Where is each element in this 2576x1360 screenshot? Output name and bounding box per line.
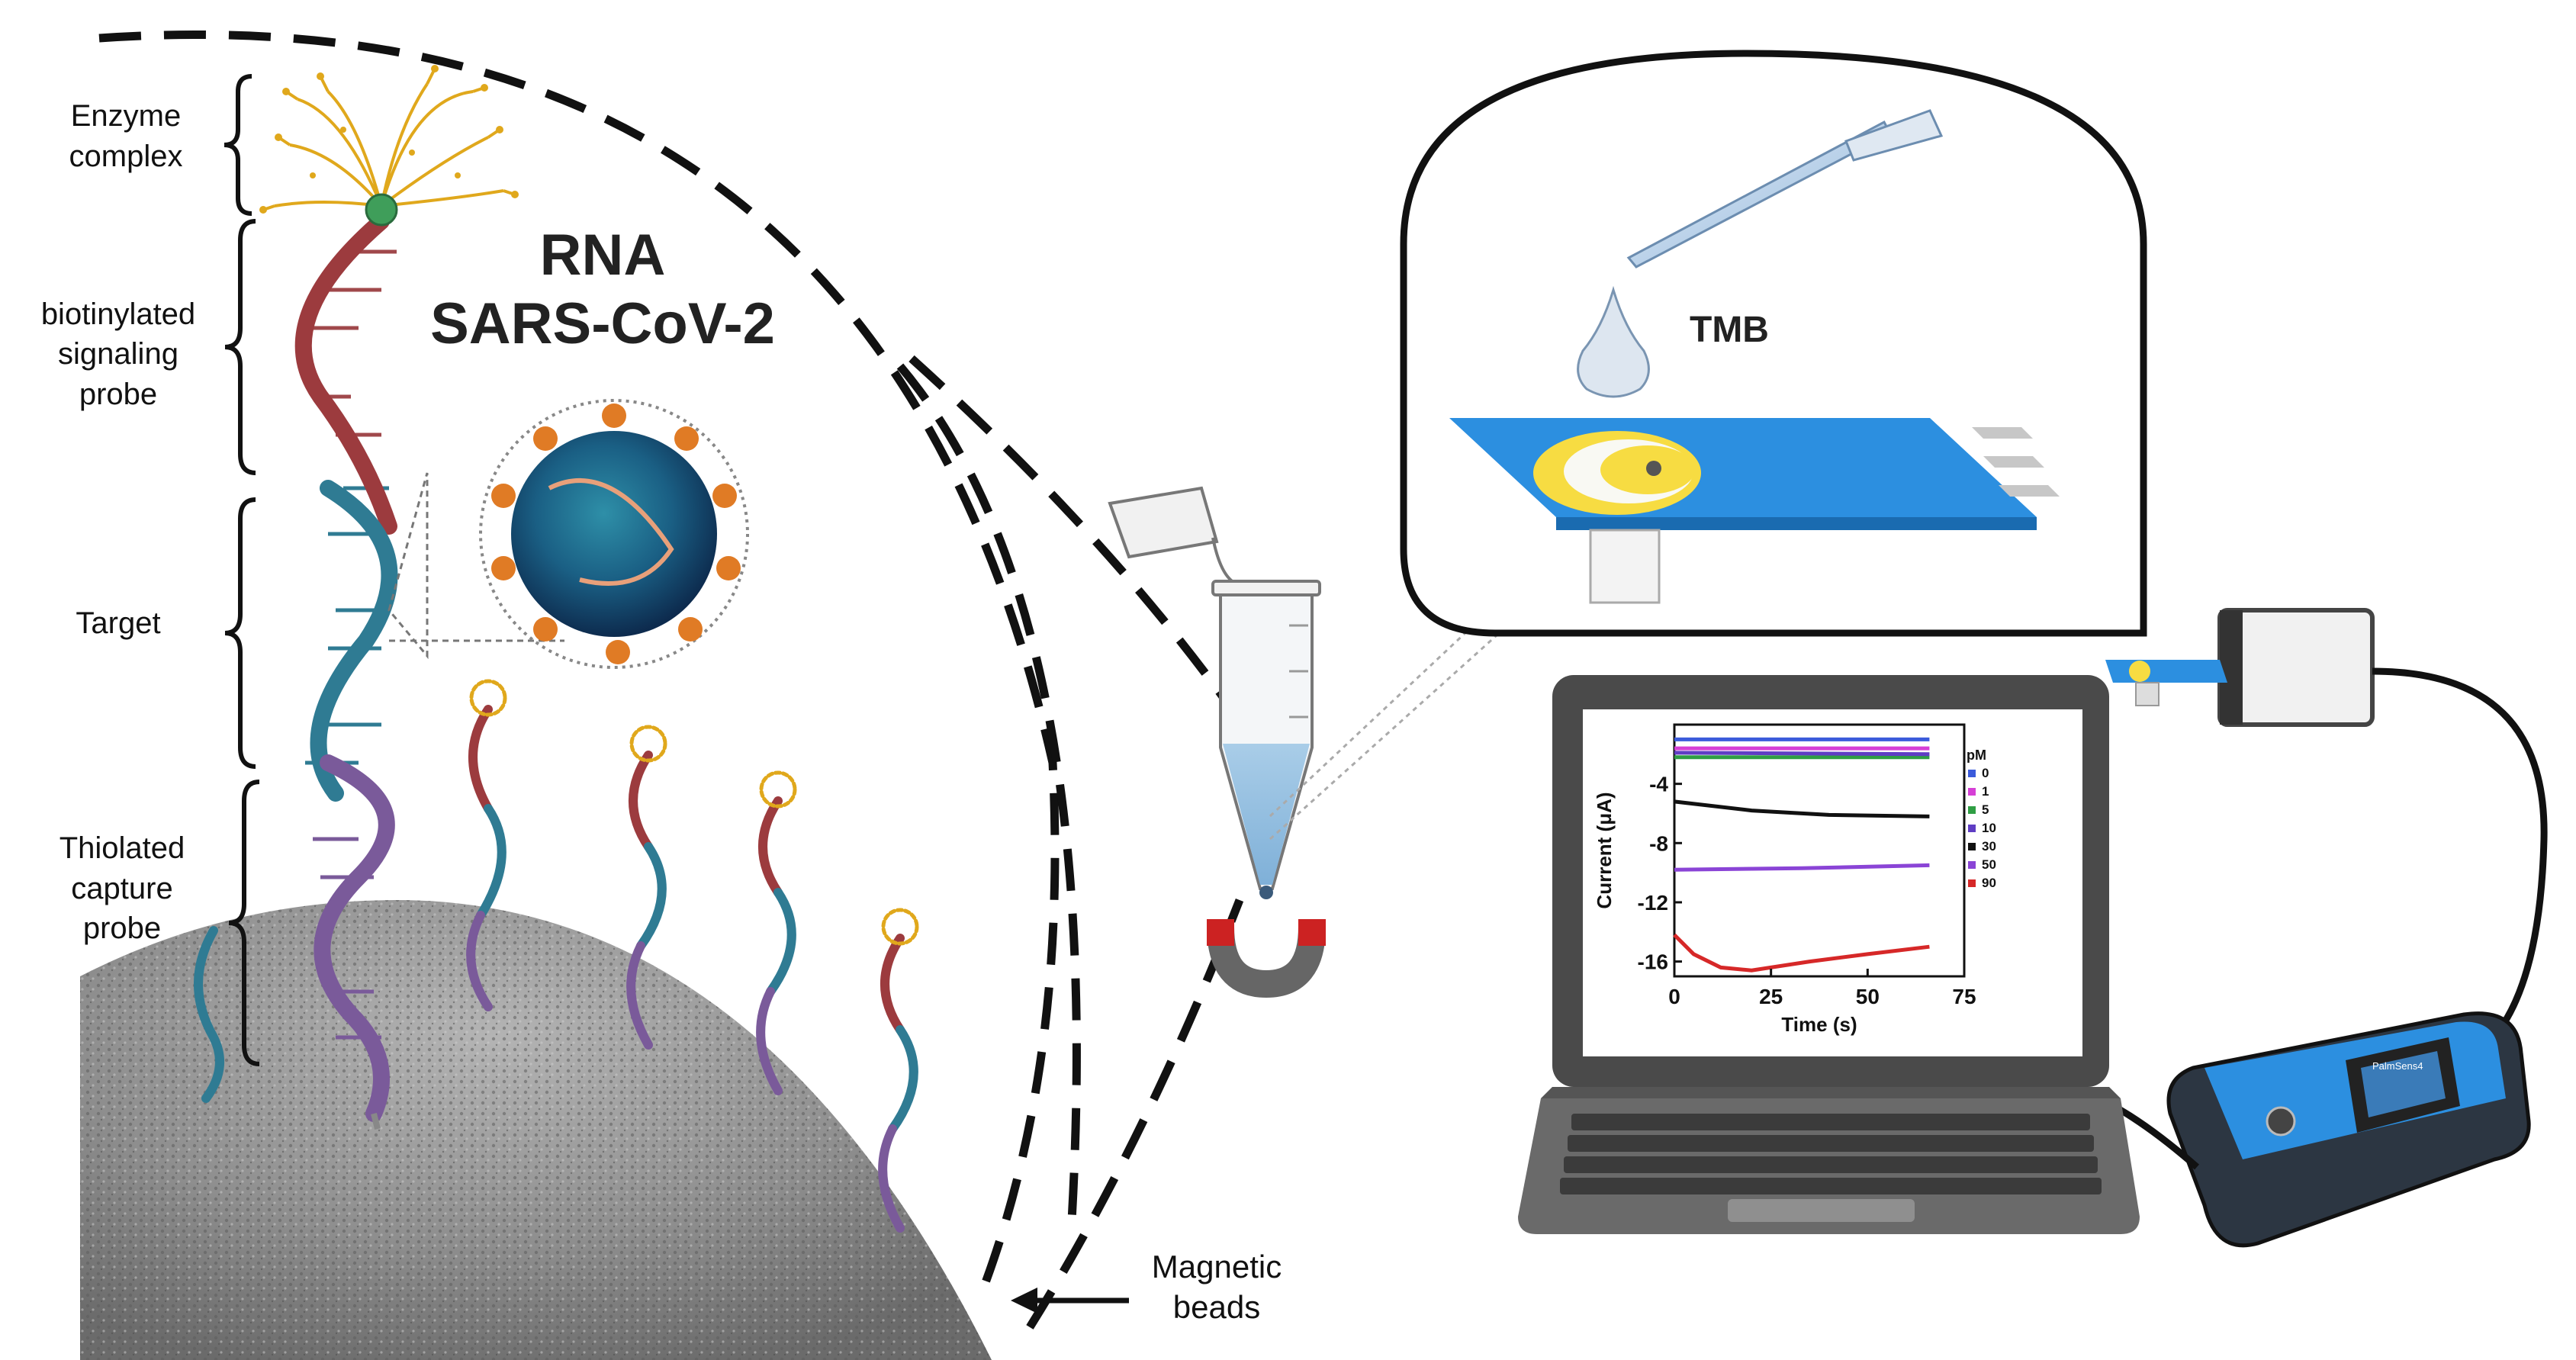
chart-legend-label-90: 90 <box>1982 876 1996 890</box>
tmb-label: TMB <box>1690 310 1769 350</box>
chart-legend-marker-10 <box>1968 825 1976 832</box>
chart-xlabel: Time (s) <box>1781 1013 1857 1036</box>
chart-ytick-label: -8 <box>1649 831 1668 855</box>
magnetic-beads-pointer <box>1011 1288 1129 1313</box>
zoom-lines-tube <box>1269 525 1611 841</box>
rna-title-2: SARS-CoV-2 <box>430 291 775 356</box>
left-labels: Enzyme complex biotinylated signaling pr… <box>41 99 195 945</box>
chart-legend-label-5: 5 <box>1982 802 1989 817</box>
chart-plot-frame <box>1673 723 1966 978</box>
chart-legend-label-10: 10 <box>1982 821 1996 835</box>
cable-connector-to-device <box>2372 667 2548 1048</box>
chart-legend-marker-5 <box>1968 806 1976 814</box>
label-thiol-3: probe <box>83 911 161 945</box>
chart-ylabel: Current (μA) <box>1593 792 1616 908</box>
chart-legend-label-30: 30 <box>1982 839 1996 854</box>
chart-legend-marker-30 <box>1968 843 1976 850</box>
chart-ytick-label: -16 <box>1638 950 1668 974</box>
bead-probes <box>194 679 919 1233</box>
chart-legend-label-0: 0 <box>1982 766 1989 780</box>
laptop-icon <box>1518 675 2140 1234</box>
chart-legend-title: pM <box>1967 748 1986 763</box>
magnet-icon <box>1207 919 1326 998</box>
streptavidin-icon <box>365 193 398 227</box>
chart-legend-label-50: 50 <box>1982 857 1996 872</box>
label-braces <box>224 74 260 1066</box>
label-thiol-2: capture <box>71 872 172 905</box>
chart-ytick-label: -4 <box>1649 773 1668 796</box>
connector-box-icon <box>2105 608 2375 727</box>
label-magnetic-2: beads <box>1173 1289 1260 1325</box>
chart-series-line-90 <box>1673 933 1930 973</box>
label-enzyme-2: complex <box>69 140 183 173</box>
chart-series-line-30 <box>1674 799 1930 818</box>
tmb-callout: TMB <box>1400 50 2147 637</box>
enzyme-complex-icon <box>259 65 519 214</box>
chart-legend-marker-1 <box>1968 788 1976 796</box>
potentiostat-screen-text: PalmSens4 <box>2372 1060 2423 1072</box>
chart-series-line-50 <box>1674 863 1930 872</box>
chart-xtick-label: 0 <box>1668 985 1680 1008</box>
pipette-tip-icon <box>1626 109 1944 268</box>
chart-xtick-label: 25 <box>1759 985 1783 1008</box>
chart-legend-label-1: 1 <box>1982 784 1989 799</box>
microtube-icon <box>1108 486 1321 899</box>
zoom-dashed-arcs <box>98 31 1244 1329</box>
magnetic-bead <box>80 900 992 1360</box>
label-biotin-2: signaling <box>58 337 178 371</box>
chart-legend-marker-50 <box>1968 861 1976 869</box>
label-enzyme-1: Enzyme <box>71 99 182 133</box>
label-biotin-1: biotinylated <box>41 297 195 331</box>
chart-xtick-label: 75 <box>1952 985 1976 1008</box>
label-target: Target <box>76 606 160 640</box>
screen-printed-electrode-icon <box>1449 418 2060 604</box>
label-biotin-3: probe <box>79 378 157 411</box>
chart-ytick-label: -12 <box>1638 891 1668 915</box>
rna-title-1: RNA <box>540 223 666 288</box>
chart-legend-marker-90 <box>1968 879 1976 887</box>
handheld-potentiostat-icon: PalmSens4 <box>2166 1011 2531 1248</box>
label-thiol-1: Thiolated <box>59 831 185 865</box>
chart-legend-marker-0 <box>1968 770 1976 777</box>
label-magnetic-1: Magnetic <box>1152 1249 1282 1284</box>
chart-xtick-label: 50 <box>1856 985 1880 1008</box>
main-helix <box>294 213 398 1130</box>
chart-series-line-10 <box>1674 751 1930 757</box>
tmb-droplet-icon <box>1577 285 1650 398</box>
virus-zoom <box>388 399 749 669</box>
